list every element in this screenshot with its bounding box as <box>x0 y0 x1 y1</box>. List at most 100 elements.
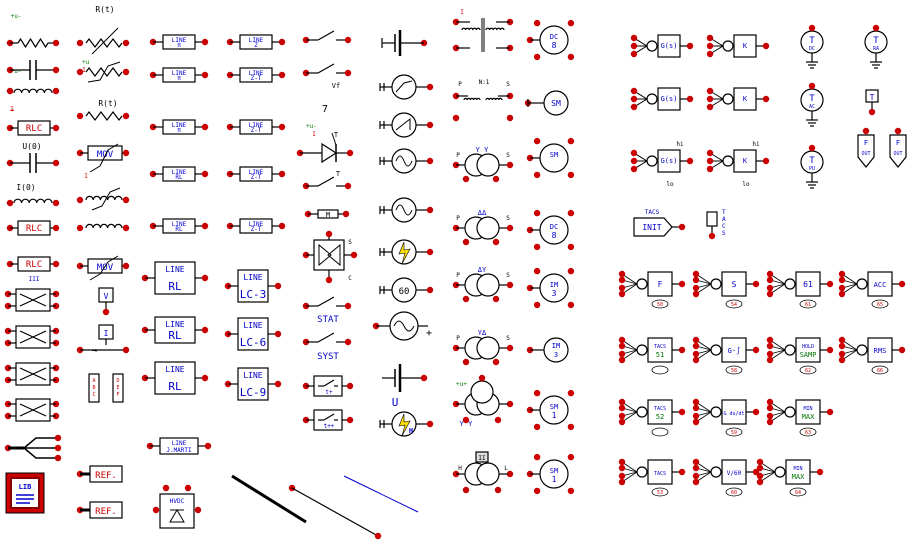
reference-2[interactable]: REF. <box>76 501 123 519</box>
induction-machine-1[interactable]: IM3 <box>526 267 575 309</box>
inductor-nonlinear[interactable] <box>76 187 130 211</box>
cross-coupling-2[interactable] <box>4 325 60 349</box>
sync-machine-3[interactable]: SM1 <box>526 389 575 431</box>
ac-source-2[interactable] <box>379 112 434 138</box>
tacs-ramp-source[interactable]: TRA <box>864 24 888 69</box>
tacs-pulse-source[interactable]: TPU <box>800 144 824 189</box>
dc-source-battery[interactable] <box>381 30 428 56</box>
device-54[interactable]: S54 <box>692 270 760 309</box>
cross-coupling-1[interactable] <box>4 288 60 312</box>
thin-connector[interactable] <box>288 484 382 540</box>
rlc-element[interactable]: RLC <box>6 220 60 236</box>
inductor-element[interactable] <box>6 87 60 95</box>
dc-machine-1[interactable]: DC8 <box>526 19 575 61</box>
resistor-element[interactable]: +u- <box>6 13 60 49</box>
ac-source-floating[interactable]: + <box>372 311 432 341</box>
tacs-dc-source[interactable]: TDC <box>800 24 824 69</box>
timed-switch-2[interactable]: t++ <box>302 409 354 431</box>
reference-1[interactable]: REF. <box>76 465 123 483</box>
device-58[interactable]: G·∫58 <box>692 336 760 375</box>
thyristor-switch[interactable]: T <box>302 170 352 190</box>
lightning-source[interactable] <box>379 239 434 265</box>
tacs-ac-source[interactable]: TAC <box>800 82 824 127</box>
bold-connector[interactable] <box>231 474 307 524</box>
sync-machine-1[interactable]: SM <box>524 90 569 116</box>
statistical-switch[interactable]: STAT <box>302 296 352 325</box>
tacs-output-probe[interactable]: T <box>865 89 879 116</box>
transformer-coil[interactable]: I <box>452 9 514 52</box>
splitter[interactable] <box>4 434 62 462</box>
tacs-vertical-label[interactable]: TACS <box>706 209 726 240</box>
lightning-source-h[interactable]: H <box>379 411 434 437</box>
inductor-plain[interactable] <box>76 223 130 232</box>
current-probe[interactable]: I→ <box>76 324 130 356</box>
timed-switch-1[interactable]: t+ <box>302 375 354 397</box>
nonlinear-resistor-current[interactable]: +uI <box>76 59 130 83</box>
transfer-function-1[interactable]: G(s) <box>630 34 694 58</box>
switch-voltage[interactable]: Vf7 <box>302 63 352 115</box>
cross-coupling-4[interactable] <box>4 398 60 422</box>
mov-element[interactable]: MOV <box>76 255 130 281</box>
induction-machine-2[interactable]: IM3 <box>526 337 569 363</box>
gain-2[interactable]: K <box>706 87 770 111</box>
abc-block[interactable]: ABC <box>88 373 100 403</box>
capacitor-initial-voltage[interactable]: U(0) <box>6 142 60 173</box>
cross-coupling-3[interactable] <box>4 362 60 386</box>
device-50[interactable]: F50 <box>618 270 686 309</box>
resistor-rt[interactable]: R(t) <box>76 99 130 121</box>
transfer-function-2[interactable]: G(s) <box>630 87 694 111</box>
systematic-switch[interactable]: SYST <box>302 332 352 362</box>
ac-source-1[interactable] <box>379 74 434 100</box>
measuring-switch[interactable]: M <box>304 209 350 219</box>
inductor-initial-current[interactable]: I(0) <box>6 183 60 207</box>
sync-machine-2[interactable]: SM <box>526 137 575 179</box>
def-block[interactable]: DEF <box>112 373 124 403</box>
hvdc-converter[interactable]: HVDC <box>152 484 202 529</box>
triac-element[interactable]: SC <box>302 230 358 284</box>
dc-source-2[interactable]: U <box>382 364 428 409</box>
blue-connector[interactable] <box>343 475 419 513</box>
gain-1[interactable]: K <box>706 34 770 58</box>
resistor-time-varying[interactable]: R(t) <box>76 5 130 55</box>
ac-source-4[interactable] <box>379 197 434 223</box>
sync-machine-4[interactable]: SM1 <box>526 453 575 495</box>
switch-time[interactable] <box>302 30 352 44</box>
